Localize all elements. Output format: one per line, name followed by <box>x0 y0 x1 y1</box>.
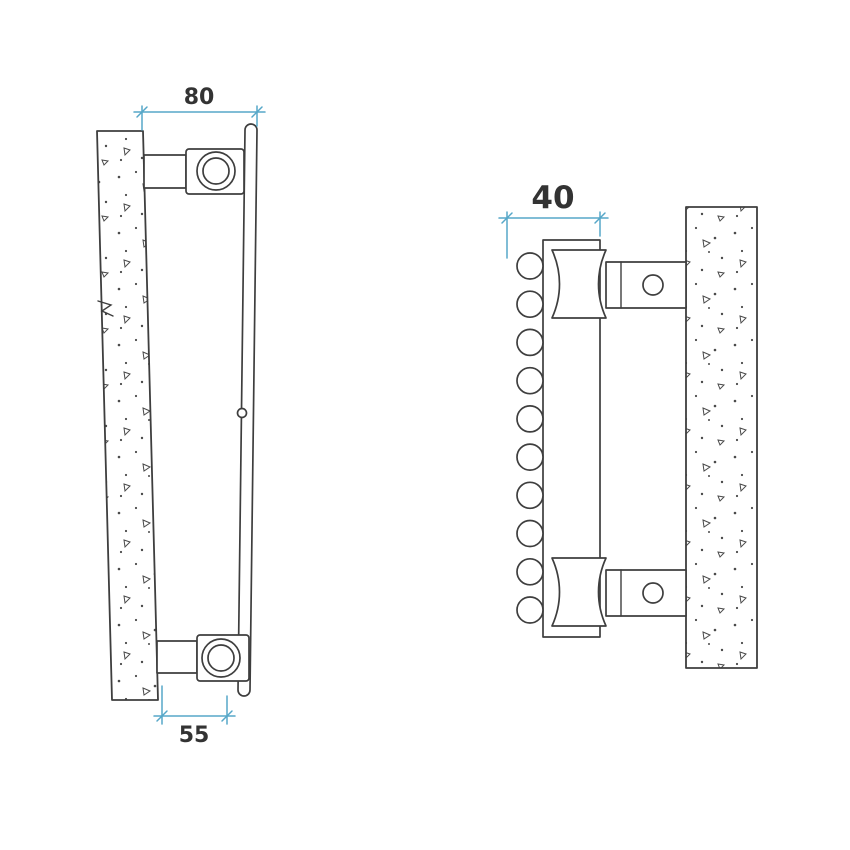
tube-circles <box>516 252 544 624</box>
tube-end-circle <box>516 596 544 624</box>
bracket-spool <box>551 249 607 319</box>
bracket-bottom-right-view <box>551 557 687 627</box>
tube-end-circle <box>516 519 544 548</box>
bracket-ring-inner <box>207 644 235 672</box>
dimension-80: 80 <box>133 85 266 131</box>
right-view: 40 <box>498 180 758 669</box>
tube-end-circle <box>516 252 544 280</box>
bracket-bottom-left-view <box>156 634 250 682</box>
wall-section-right <box>685 206 758 669</box>
tube-end-circle <box>516 290 544 319</box>
bracket-stem <box>143 154 187 189</box>
dimension-40: 40 <box>498 180 609 259</box>
bracket-spool <box>551 557 607 627</box>
tube-end-circle <box>516 328 544 357</box>
tube-end-circle <box>516 481 544 510</box>
bracket-screw-hole <box>642 274 664 296</box>
bracket-top-right-view <box>551 249 687 319</box>
dimension-label-55: 55 <box>179 723 210 748</box>
handle-tube <box>237 123 258 697</box>
tube-end-circle <box>516 557 544 586</box>
tube-end-circle <box>516 405 544 433</box>
crack-mark <box>97 300 114 317</box>
bracket-top-left-view <box>143 148 245 195</box>
dimension-label-40: 40 <box>531 180 574 216</box>
tube-end-circle <box>516 366 544 395</box>
bracket-stem <box>156 640 198 674</box>
dimension-label-80: 80 <box>184 85 215 110</box>
left-view: 80 55 <box>96 85 266 748</box>
bracket-ring-inner <box>202 157 230 185</box>
tube-pin <box>236 407 248 419</box>
dimension-55: 55 <box>153 685 236 748</box>
tube-end-circle <box>516 443 544 471</box>
wall-section-left <box>96 130 159 701</box>
bracket-screw-hole <box>642 582 664 604</box>
